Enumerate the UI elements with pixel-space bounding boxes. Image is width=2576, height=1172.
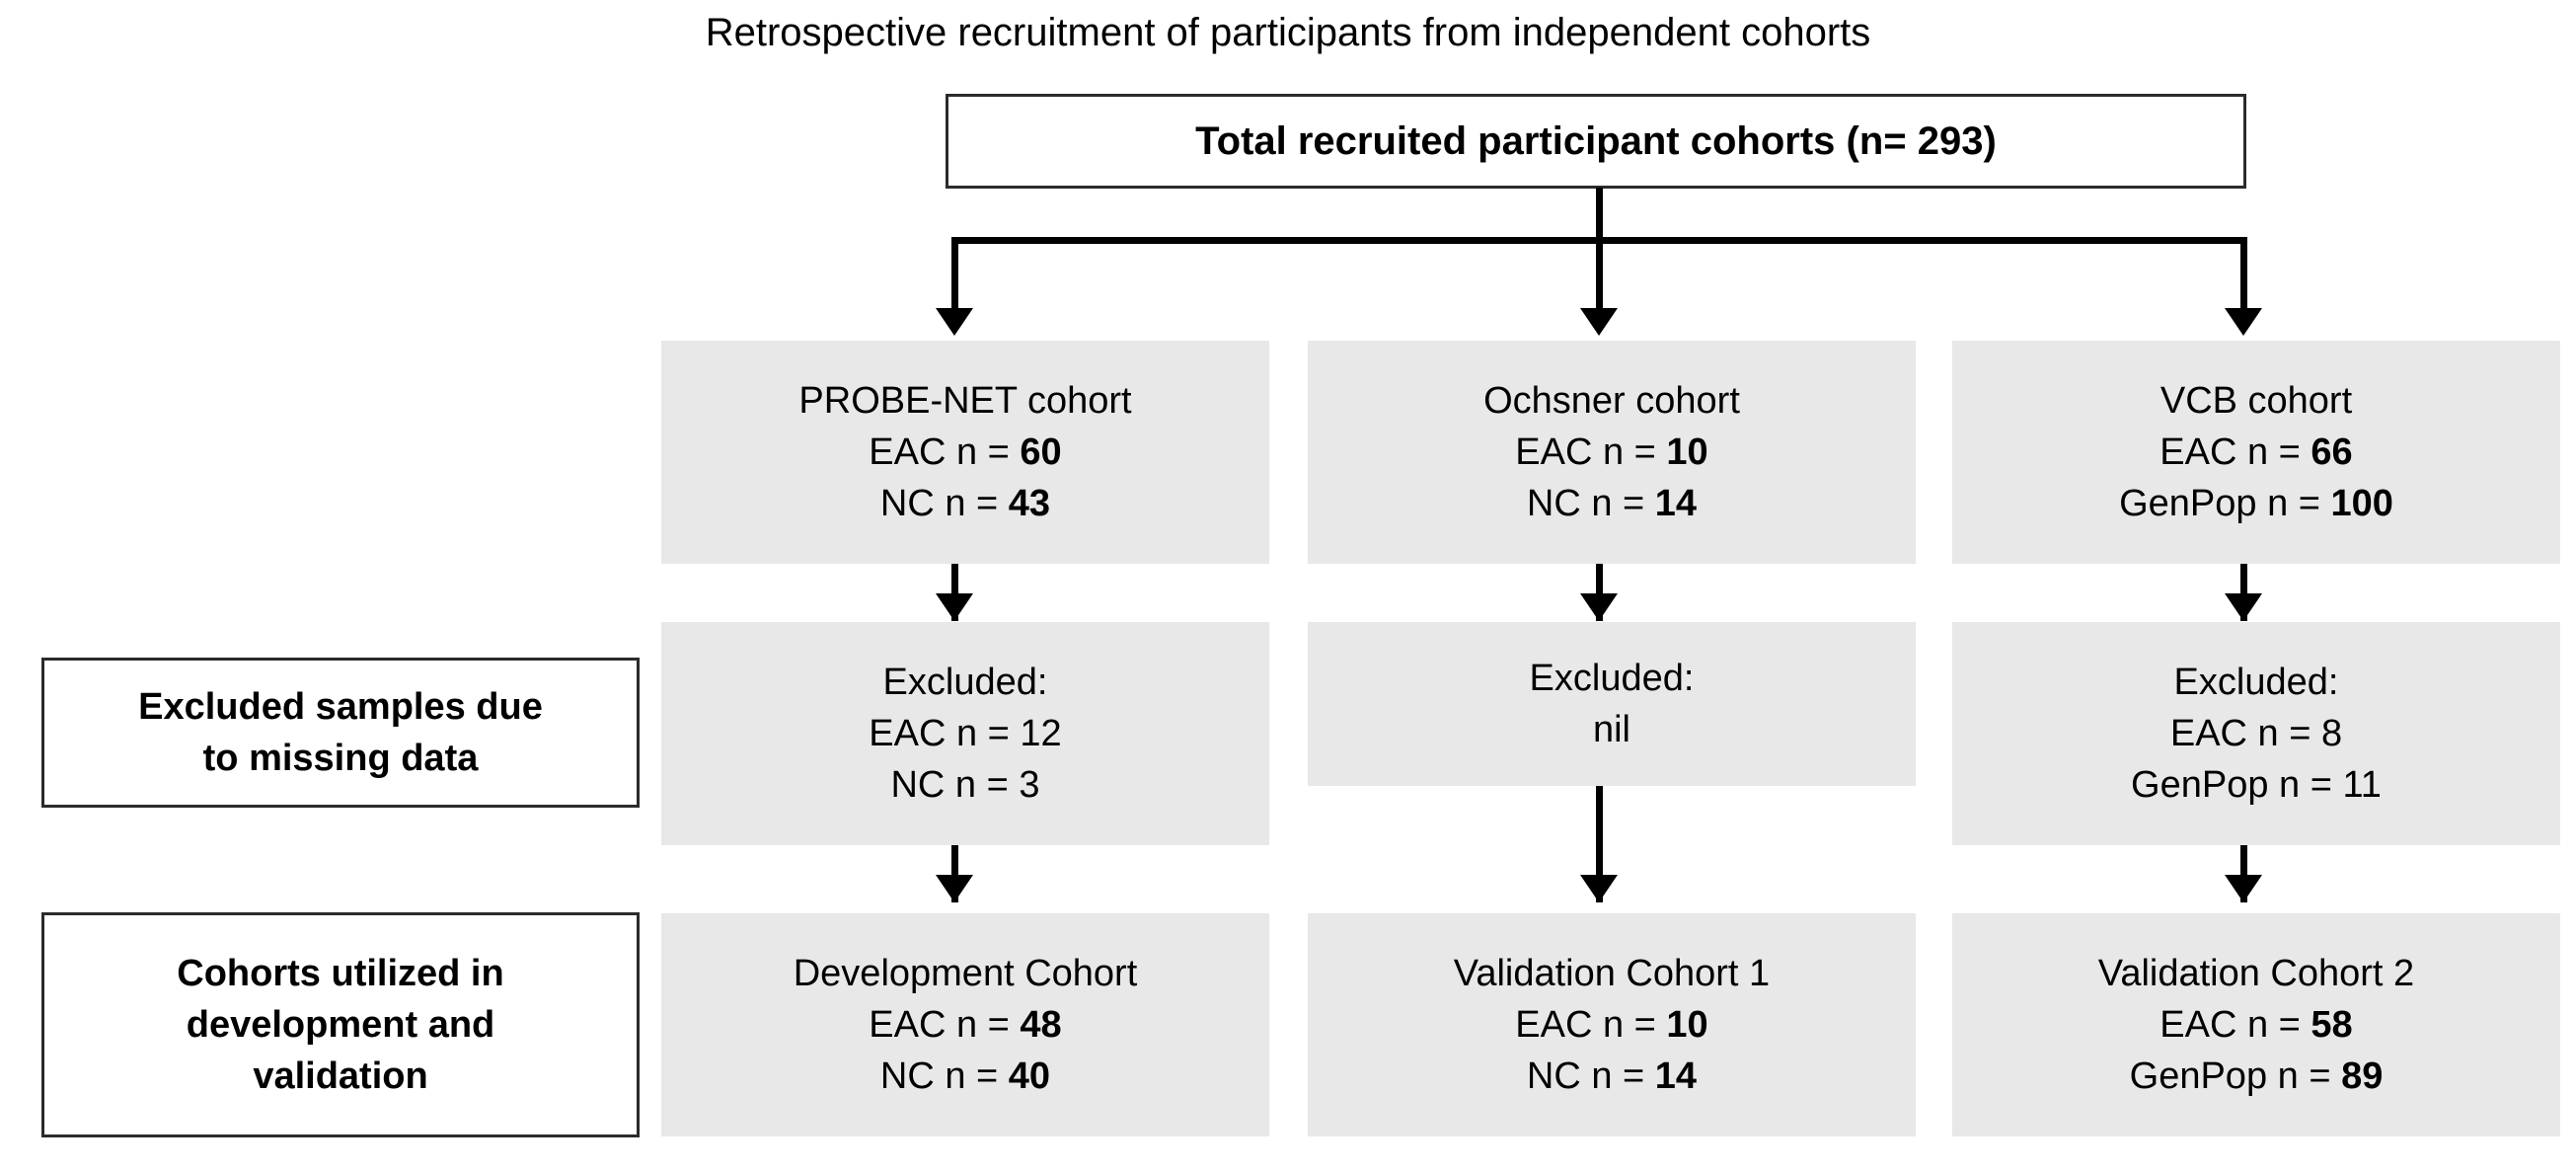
final-cohort-box-validation-1: Validation Cohort 1 EAC n = 10 NC n = 14 [1308, 913, 1916, 1136]
arrow-head-vcb-to-excluded [2225, 593, 2262, 621]
row-label-excluded-line-1: Excluded samples due [138, 686, 543, 728]
connector-vcb-to-excluded [2240, 564, 2247, 621]
excluded-title-ochsner: Excluded: [1529, 658, 1695, 699]
source-cohort-box-vcb: VCB cohort EAC n = 66 GenPop n = 100 [1952, 341, 2560, 564]
row-label-utilized-line-1: Cohorts utilized in [177, 953, 504, 994]
final-cohort-box-validation-2: Validation Cohort 2 EAC n = 58 GenPop n … [1952, 913, 2560, 1136]
final-cohort-row-development-1: NC n = 40 [879, 1055, 1051, 1097]
final-cohort-title-validation-2: Validation Cohort 2 [2097, 953, 2415, 994]
connector-branch-3-vertical [2240, 237, 2247, 314]
excluded-title-vcb: Excluded: [2173, 662, 2339, 703]
excluded-row-vcb-1: GenPop n = 11 [2131, 764, 2382, 806]
arrow-head-branch-1 [936, 308, 973, 336]
source-cohort-title-ochsner: Ochsner cohort [1483, 380, 1740, 422]
connector-probe-net-to-final [951, 845, 958, 902]
row-label-utilized-box: Cohorts utilized in development and vali… [41, 912, 640, 1137]
final-cohort-row-development-0: EAC n = 48 [869, 1004, 1062, 1046]
final-cohort-row-validation-2-0: EAC n = 58 [2159, 1004, 2353, 1046]
arrow-head-vcb-to-final [2225, 875, 2262, 902]
excluded-box-vcb: Excluded: EAC n = 8 GenPop n = 11 [1952, 622, 2560, 845]
arrow-head-probe-net-to-excluded [936, 593, 973, 621]
final-cohort-title-validation-1: Validation Cohort 1 [1453, 953, 1771, 994]
excluded-title-probe-net: Excluded: [882, 662, 1048, 703]
connector-ochsner-to-final [1596, 786, 1603, 902]
arrow-head-probe-net-to-final [936, 875, 973, 902]
source-cohort-row-probe-net-0: EAC n = 60 [869, 431, 1062, 473]
source-cohort-box-ochsner: Ochsner cohort EAC n = 10 NC n = 14 [1308, 341, 1916, 564]
total-recruited-label: Total recruited participant cohorts (n= … [1195, 119, 1997, 163]
figure-title: Retrospective recruitment of participant… [705, 11, 1871, 54]
arrow-head-branch-2 [1580, 308, 1618, 336]
source-cohort-box-probe-net: PROBE-NET cohort EAC n = 60 NC n = 43 [661, 341, 1269, 564]
source-cohort-row-vcb-0: EAC n = 66 [2159, 431, 2353, 473]
connector-ochsner-to-excluded [1596, 564, 1603, 621]
final-cohort-title-development: Development Cohort [793, 953, 1138, 994]
excluded-box-probe-net: Excluded: EAC n = 12 NC n = 3 [661, 622, 1269, 845]
excluded-row-ochsner-0: nil [1592, 709, 1631, 750]
connector-branch-2-vertical [1596, 237, 1603, 314]
arrow-head-ochsner-to-excluded [1580, 593, 1618, 621]
source-cohort-row-ochsner-1: NC n = 14 [1526, 483, 1698, 524]
excluded-box-ochsner: Excluded: nil [1308, 622, 1916, 786]
connector-probe-net-to-excluded [951, 564, 958, 621]
final-cohort-box-development: Development Cohort EAC n = 48 NC n = 40 [661, 913, 1269, 1136]
connector-vcb-to-final [2240, 845, 2247, 902]
source-cohort-title-probe-net: PROBE-NET cohort [798, 380, 1132, 422]
total-recruited-box: Total recruited participant cohorts (n= … [946, 94, 2246, 189]
row-label-excluded-box: Excluded samples due to missing data [41, 658, 640, 808]
source-cohort-title-vcb: VCB cohort [2159, 380, 2353, 422]
source-cohort-row-probe-net-1: NC n = 43 [879, 483, 1051, 524]
row-label-utilized-line-2: development and [186, 1004, 495, 1046]
connector-trunk-vertical [1596, 188, 1603, 243]
excluded-row-vcb-0: EAC n = 8 [2169, 713, 2343, 754]
row-label-excluded-line-2: to missing data [202, 738, 479, 779]
excluded-row-probe-net-0: EAC n = 12 [869, 713, 1062, 754]
final-cohort-row-validation-1-1: NC n = 14 [1526, 1055, 1698, 1097]
arrow-head-branch-3 [2225, 308, 2262, 336]
connector-branch-1-vertical [951, 237, 958, 314]
arrow-head-ochsner-to-final [1580, 875, 1618, 902]
source-cohort-row-vcb-1: GenPop n = 100 [2119, 483, 2393, 524]
source-cohort-row-ochsner-0: EAC n = 10 [1515, 431, 1708, 473]
final-cohort-row-validation-2-1: GenPop n = 89 [2129, 1055, 2384, 1097]
row-label-utilized-line-3: validation [253, 1055, 428, 1097]
final-cohort-row-validation-1-0: EAC n = 10 [1515, 1004, 1708, 1046]
excluded-row-probe-net-1: NC n = 3 [890, 764, 1040, 806]
